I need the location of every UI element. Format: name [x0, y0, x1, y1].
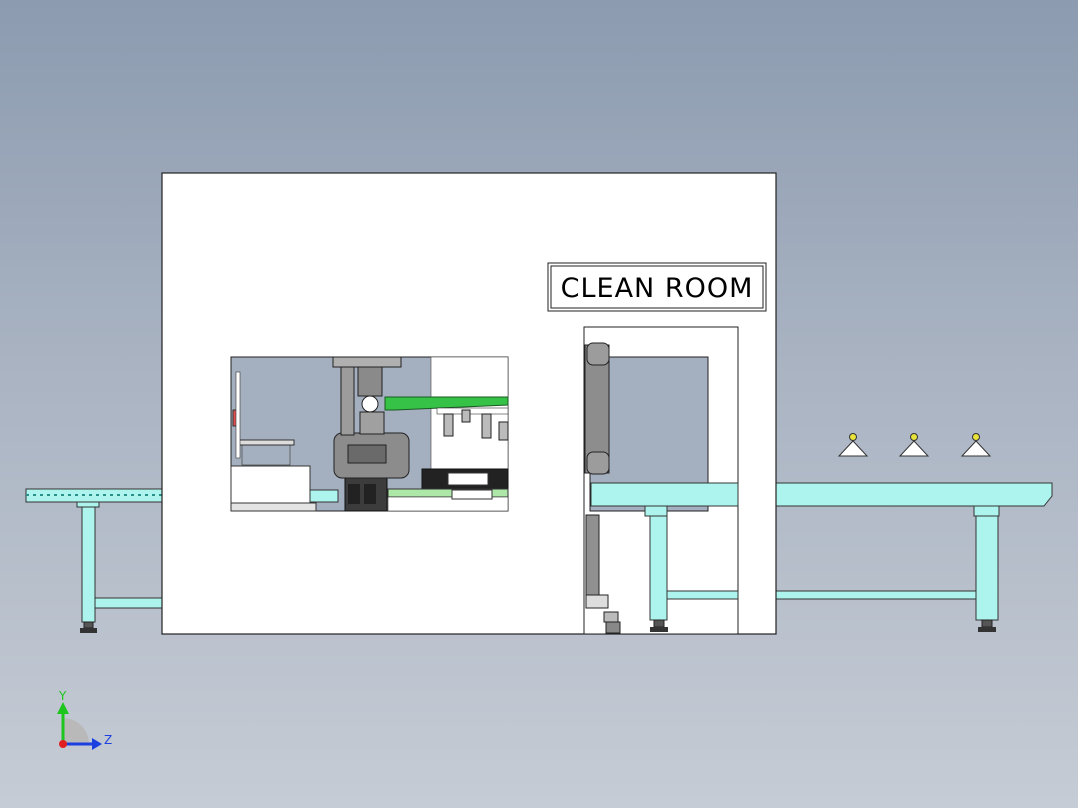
coordinate-triad: Y Z — [57, 689, 112, 750]
y-axis-label: Y — [58, 689, 67, 703]
z-axis-label: Z — [104, 733, 112, 747]
left-roller-conveyor — [25, 488, 164, 633]
lamp-icon — [837, 433, 869, 457]
lamp-icon — [960, 433, 992, 457]
door-frame — [583, 326, 739, 635]
lamp-icon — [898, 433, 930, 457]
sign-label: CLEAN ROOM — [561, 273, 754, 304]
view-window — [230, 356, 509, 512]
clean-room-sign: CLEAN ROOM — [547, 262, 767, 312]
indicator-lamps — [837, 433, 992, 457]
x-axis-origin-icon — [59, 740, 67, 748]
